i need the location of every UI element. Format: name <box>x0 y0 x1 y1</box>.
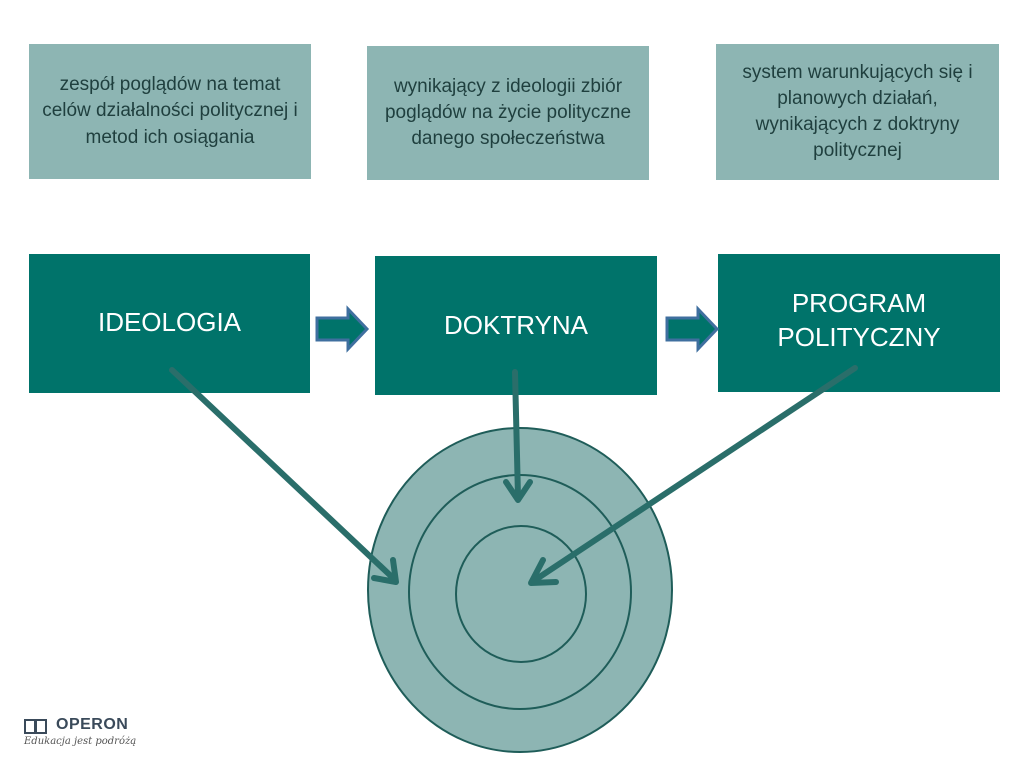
definition-ideologia: zespół poglądów na temat celów działalno… <box>29 44 311 179</box>
box-label: DOKTRYNA <box>444 309 588 340</box>
operon-logo-icon <box>24 719 47 734</box>
operon-logo: OPERON Edukacja jest podróżą <box>24 716 144 752</box>
definition-doktryna: wynikający z ideologii zbiór poglądów na… <box>367 46 649 180</box>
definition-text: system warunkujących się i planowych dzi… <box>742 61 973 162</box>
box-label: IDEOLOGIA <box>97 307 242 337</box>
block-arrow-doktryna-program <box>665 305 720 353</box>
definition-text: zespół poglądów na temat celów działalno… <box>42 74 298 148</box>
arrow-doktryna-to-circle <box>503 369 533 503</box>
outer-circle <box>367 427 673 753</box>
box-label: PROGRAM POLITYCZNY <box>777 288 941 352</box>
logo-name: OPERON <box>56 716 129 733</box>
arrow-program-to-circle <box>528 365 858 586</box>
box-program: PROGRAM POLITYCZNY <box>718 254 1000 392</box>
logo-tagline: Edukacja jest podróżą <box>24 736 137 747</box>
definition-program: system warunkujących się i planowych dzi… <box>716 44 999 180</box>
definition-text: wynikający z ideologii zbiór poglądów na… <box>384 75 632 150</box>
inner-circle <box>455 525 587 663</box>
arrow-ideologia-to-circle <box>169 367 399 585</box>
block-arrow-ideologia-doktryna <box>315 305 370 353</box>
